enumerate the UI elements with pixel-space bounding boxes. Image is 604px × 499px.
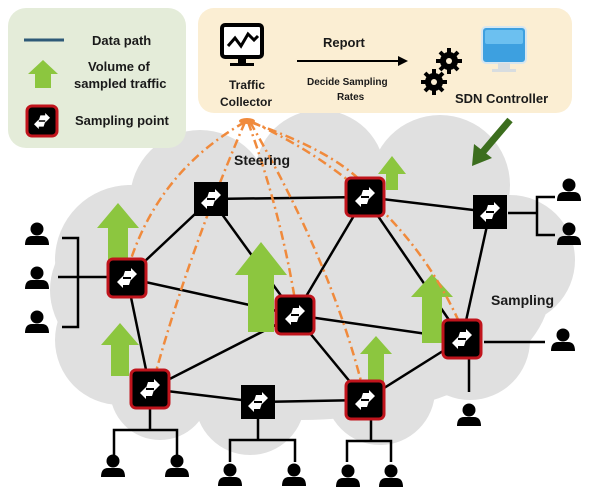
sampling-switch-node: [129, 368, 171, 410]
volume-arrow: [97, 203, 139, 262]
green-up-arrow-icon: [28, 60, 58, 88]
user-icon: [218, 463, 242, 486]
sampling-switch-node: [441, 318, 483, 360]
control-panel: Traffic Collector Report Decide Sampling…: [198, 8, 572, 113]
collector-label-2: Collector: [220, 95, 272, 109]
controller-arrow: [472, 117, 513, 166]
report-arrow: [297, 56, 408, 66]
user-icon: [25, 310, 49, 333]
legend-volume-label-2: sampled traffic: [74, 76, 166, 91]
switch-node: [473, 195, 507, 229]
user-icon: [165, 454, 189, 477]
switch-node: [241, 385, 275, 419]
steering-path: [128, 120, 246, 263]
switch-node: [194, 182, 228, 216]
user-icon: [25, 266, 49, 289]
sampling-switch-node: [274, 294, 316, 336]
sdn-controller-monitor-icon: [481, 26, 527, 72]
collector-label-1: Traffic: [229, 78, 265, 92]
steering-label: Steering: [234, 152, 290, 168]
legend-volume-label-1: Volume of: [88, 59, 151, 74]
data-path-link: [460, 211, 492, 340]
data-path-link: [210, 195, 366, 201]
legend-sampling-point-label: Sampling point: [75, 113, 170, 128]
user-icon: [282, 463, 306, 486]
gear-icon: [421, 69, 447, 95]
user-icon: [557, 178, 581, 201]
report-label: Report: [323, 35, 366, 50]
user-icon: [457, 403, 481, 426]
decide-label-2: Rates: [337, 92, 365, 103]
user-icon: [379, 464, 403, 487]
traffic-collector-monitor-icon: [220, 23, 264, 66]
volume-arrow: [378, 156, 406, 190]
user-icon: [25, 222, 49, 245]
sampling-switch-node: [106, 257, 148, 299]
user-connections: [58, 195, 555, 462]
switch-nodes: [106, 176, 507, 421]
volume-arrow: [101, 323, 139, 376]
steering-path: [246, 121, 297, 301]
user-icon: [551, 328, 575, 351]
legend-data-path-label: Data path: [92, 33, 151, 48]
volume-arrow: [411, 274, 453, 343]
user-icon: [101, 454, 125, 477]
volume-arrow: [235, 242, 287, 332]
gear-icon: [436, 48, 462, 74]
volume-arrow: [360, 336, 392, 385]
steering-path: [248, 121, 364, 386]
sampled-volume-arrows: [97, 156, 453, 385]
sdn-controller-label: SDN Controller: [455, 91, 548, 106]
data-path-link: [364, 195, 491, 214]
sampling-label: Sampling: [491, 292, 554, 308]
decide-label-1: Decide Sampling: [307, 77, 388, 88]
legend: Data path Volume of sampled traffic Samp…: [8, 8, 186, 148]
sampling-switch-node: [344, 176, 386, 218]
sampling-point-switch-icon: [25, 104, 59, 138]
user-icon: [336, 464, 360, 487]
data-path-link: [363, 196, 464, 340]
sampling-switch-node: [344, 379, 386, 421]
steering-path: [249, 120, 363, 183]
steering-path: [153, 121, 247, 376]
